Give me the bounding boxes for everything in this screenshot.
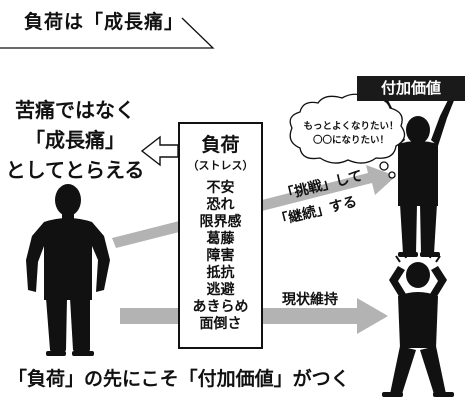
footer-caption: 「負荷」の先にこそ「付加価値」がつく — [8, 368, 350, 390]
header-underline — [0, 17, 215, 49]
value-badge: 付加価値 — [357, 76, 465, 101]
burden-box-title: 負荷 — [201, 134, 240, 156]
burden-box-subtitle: （ストレス） — [187, 159, 254, 172]
burden-item: 恐れ — [206, 197, 235, 213]
left-text-line-3: としてとらえる — [5, 158, 145, 182]
header-title: 負荷は「成長痛」 — [24, 11, 185, 33]
thought-bubble — [289, 93, 406, 179]
burden-item: 逃避 — [206, 282, 235, 298]
person-distressed-silhouette — [382, 250, 454, 397]
burden-item: 面倒さ — [199, 316, 242, 332]
burden-item: 不安 — [206, 180, 235, 196]
burden-box: 負荷 （ストレス） 不安 恐れ 限界感 葛藤 障害 抵抗 逃避 あきらめ 面倒さ — [178, 122, 263, 349]
burden-item: 障害 — [206, 248, 235, 264]
lower-arrow-label: 現状維持 — [282, 292, 338, 308]
burden-item: 抵抗 — [206, 265, 235, 281]
left-outline-arrow — [140, 135, 179, 167]
burden-item: あきらめ — [192, 299, 249, 315]
left-text-line-1: 苦痛ではなく — [15, 98, 135, 122]
person-left-silhouette — [26, 184, 110, 356]
thought-bubble-text: もっとよくなりたい！ 〇〇になりたい！ — [295, 120, 407, 148]
left-text-line-2: 「成長痛」 — [25, 128, 125, 152]
burden-item: 葛藤 — [206, 231, 235, 247]
burden-item: 限界感 — [199, 214, 242, 230]
thought-line-1: もっとよくなりたい！ — [303, 121, 399, 132]
thought-line-2: 〇〇になりたい！ — [312, 135, 389, 146]
